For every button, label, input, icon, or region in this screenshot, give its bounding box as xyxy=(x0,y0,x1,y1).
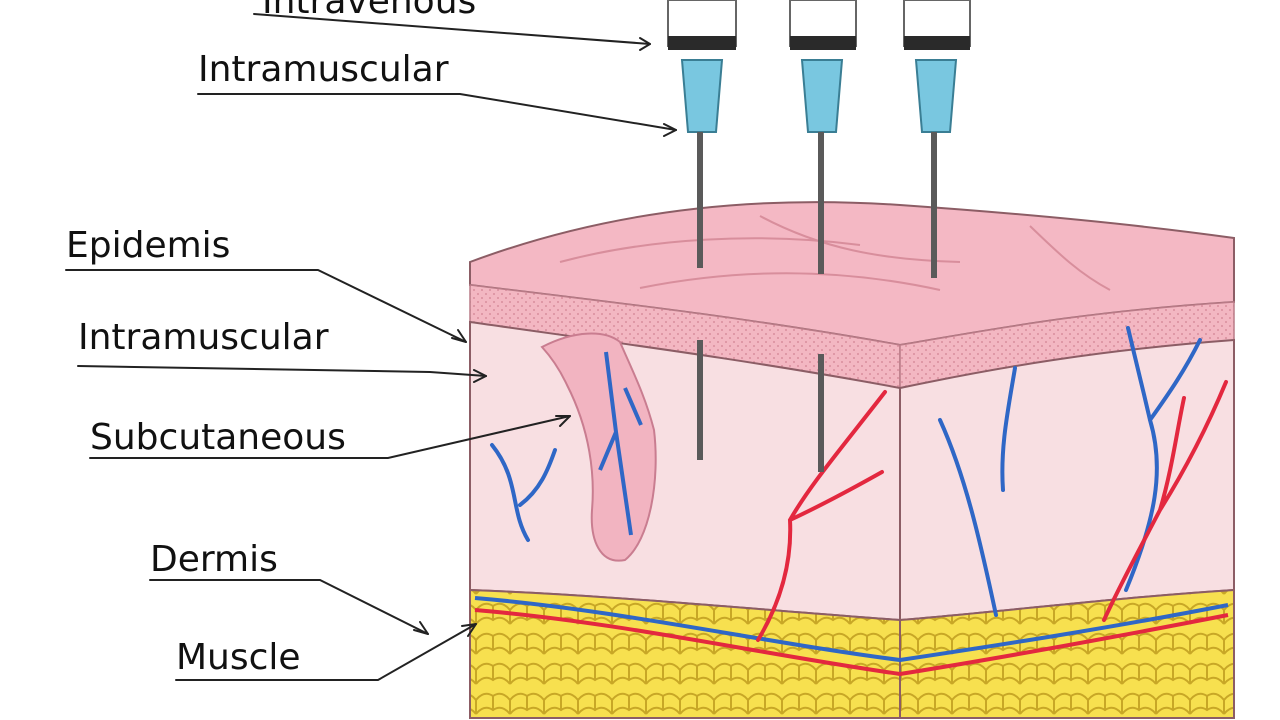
arteries xyxy=(756,380,1228,642)
artery-band xyxy=(474,608,1229,677)
label-intravenous: Intravenous xyxy=(262,0,477,22)
vein-band xyxy=(474,596,1229,663)
label-subcutaneous: Subcutaneous xyxy=(90,417,346,458)
leader-lines xyxy=(65,13,677,681)
syringe-icon xyxy=(903,0,971,278)
follicle-veins xyxy=(598,351,643,536)
fat-layer-right xyxy=(899,588,1235,719)
label-epidermis: Epidemis xyxy=(66,225,231,266)
syringe-icon xyxy=(667,0,737,460)
label-intramuscular-mid: Intramuscular xyxy=(78,317,329,358)
label-intramuscular-top: Intramuscular xyxy=(198,49,449,90)
label-muscle: Muscle xyxy=(176,637,301,678)
dermis-layer-right xyxy=(899,338,1235,622)
label-dermis: Dermis xyxy=(150,539,278,580)
veins xyxy=(490,326,1202,617)
syringe-icon xyxy=(789,0,857,472)
skin-surface-texture xyxy=(559,215,1111,291)
